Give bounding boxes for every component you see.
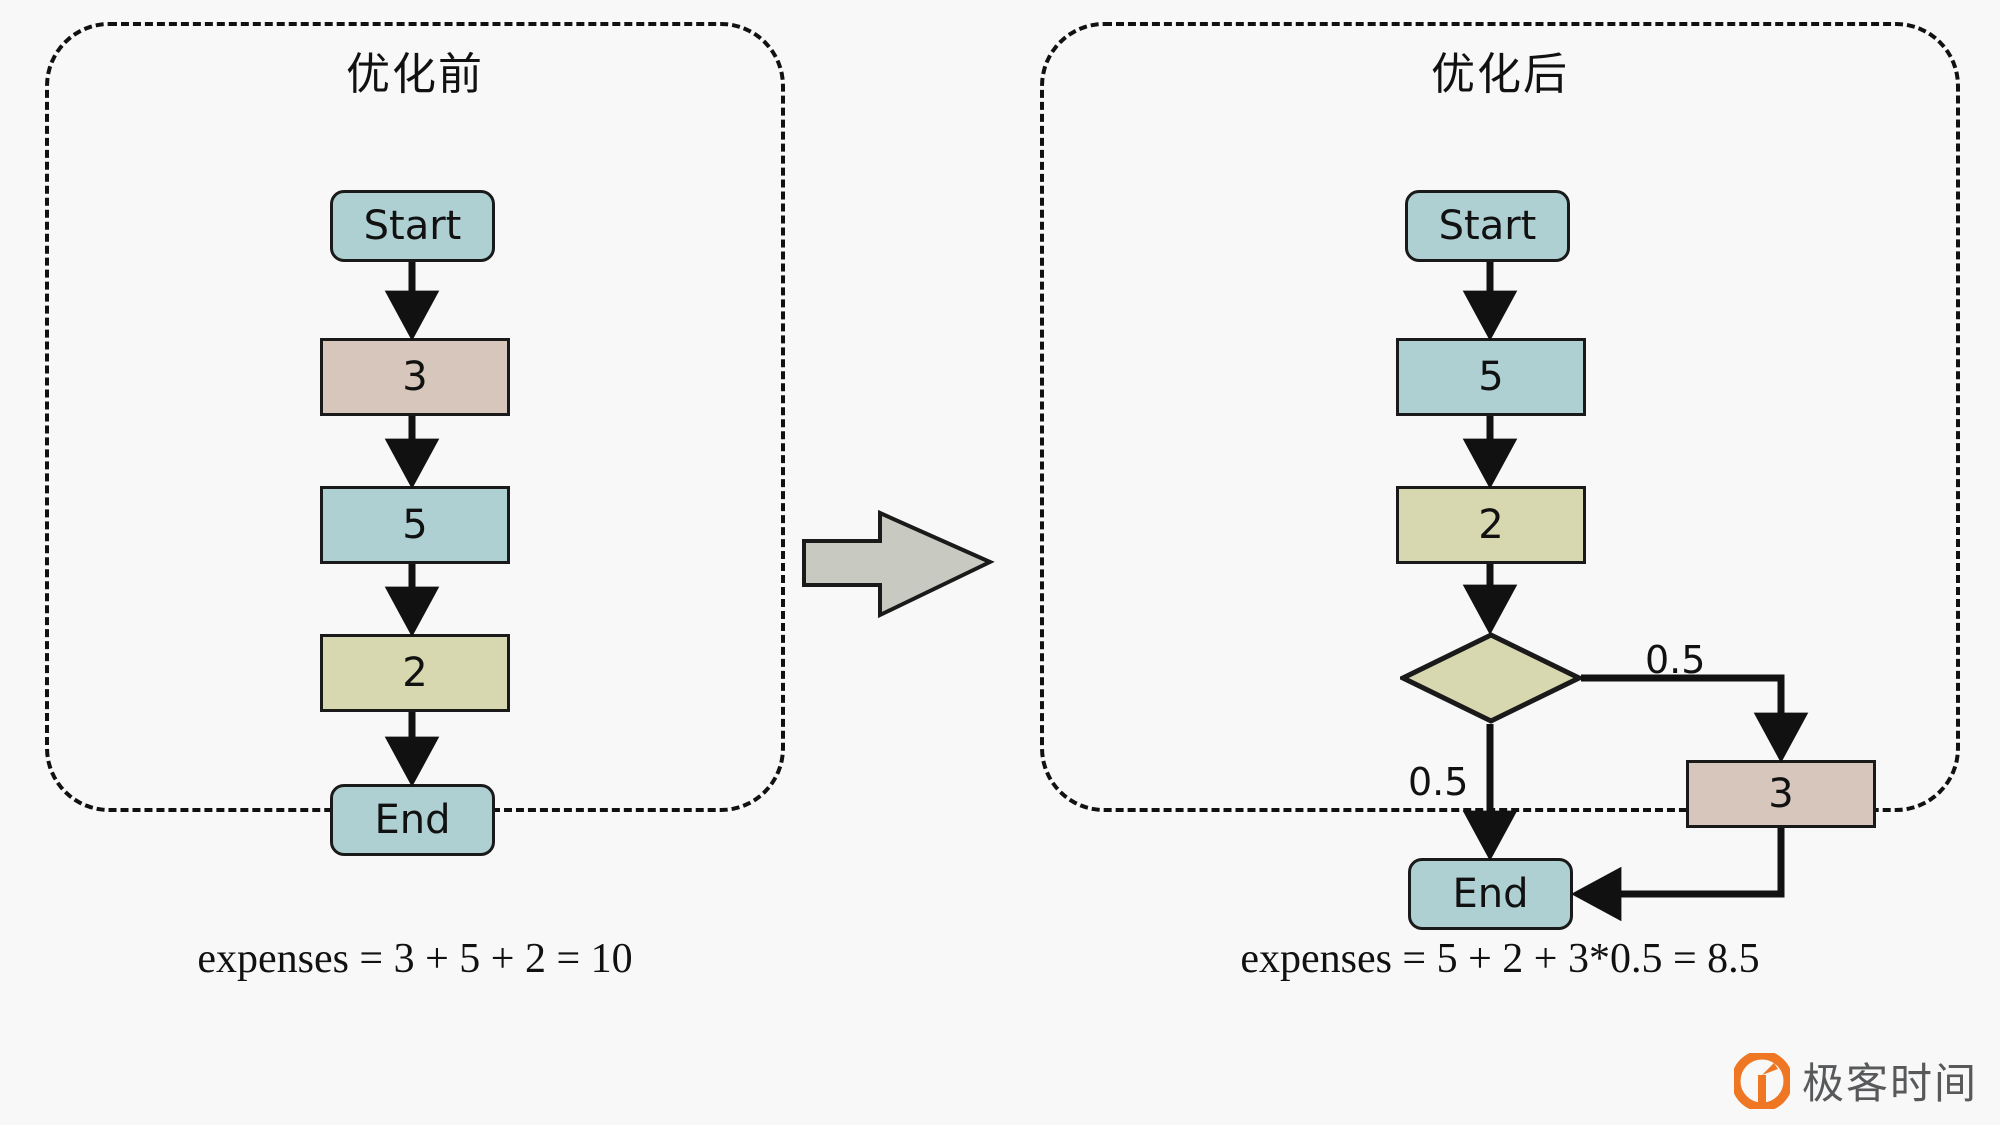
node-before-end: End (330, 784, 495, 856)
node-before-5: 5 (320, 486, 510, 564)
node-before-3: 3 (320, 338, 510, 416)
node-after-5-label: 5 (1478, 354, 1504, 400)
panel-before-title: 优化前 (346, 49, 484, 100)
transition-arrow (800, 505, 995, 620)
node-after-end-label: End (1452, 871, 1529, 917)
right-block-arrow-icon (802, 509, 995, 619)
edge-after-3-end (1570, 828, 1785, 922)
node-after-decision (1400, 632, 1582, 724)
node-after-start-label: Start (1438, 203, 1537, 249)
node-before-end-label: End (374, 797, 451, 843)
formula-before: expenses = 3 + 5 + 2 = 10 (197, 936, 633, 982)
node-before-start: Start (330, 190, 495, 262)
node-after-3: 3 (1686, 760, 1876, 828)
node-after-2-label: 2 (1478, 502, 1504, 548)
edge-label-decision-to-end: 0.5 (1408, 760, 1469, 804)
panel-after-title: 优化后 (1431, 49, 1569, 100)
decision-diamond-shape (1400, 632, 1582, 724)
node-before-3-label: 3 (402, 354, 428, 400)
edge-label-decision-to-3: 0.5 (1645, 638, 1706, 682)
watermark: 极客时间 (1733, 1050, 1978, 1111)
node-before-2: 2 (320, 634, 510, 712)
geektime-logo-icon (1733, 1052, 1790, 1109)
node-before-start-label: Start (363, 203, 462, 249)
formula-after: expenses = 5 + 2 + 3*0.5 = 8.5 (1240, 936, 1760, 982)
node-after-start: Start (1405, 190, 1570, 262)
node-after-2: 2 (1396, 486, 1586, 564)
watermark-text: 极客时间 (1801, 1059, 1978, 1108)
node-after-5: 5 (1396, 338, 1586, 416)
node-before-5-label: 5 (402, 502, 428, 548)
node-after-3-label: 3 (1768, 771, 1794, 817)
node-before-2-label: 2 (402, 650, 428, 696)
node-after-end: End (1408, 858, 1573, 930)
panel-after-optimization (1040, 22, 1960, 812)
